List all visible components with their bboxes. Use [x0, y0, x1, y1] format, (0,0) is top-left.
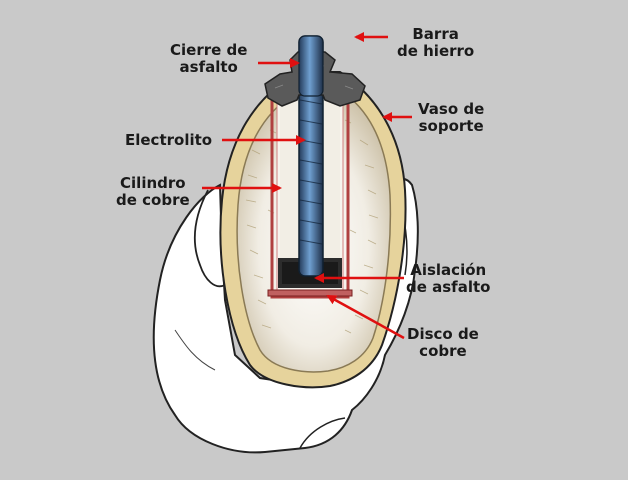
label-electrolito: Electrolito [125, 131, 213, 149]
label-cierre-de-asfalto: Cierre de asfalto [170, 41, 248, 76]
arrows [202, 32, 412, 340]
label-barra-de-hierro: Barra de hierro [397, 25, 475, 60]
label-disco-de-cobre: Disco de cobre [407, 325, 479, 360]
asphalt-seal [264, 35, 366, 107]
copper-disc [267, 289, 353, 297]
arrow-disco [326, 294, 405, 340]
label-vaso-de-soporte: Vaso de soporte [418, 100, 485, 135]
label-aislacion-de-asfalto: Aislación de asfalto [406, 261, 491, 296]
label-cilindro-de-cobre: Cilindro de cobre [116, 174, 190, 209]
